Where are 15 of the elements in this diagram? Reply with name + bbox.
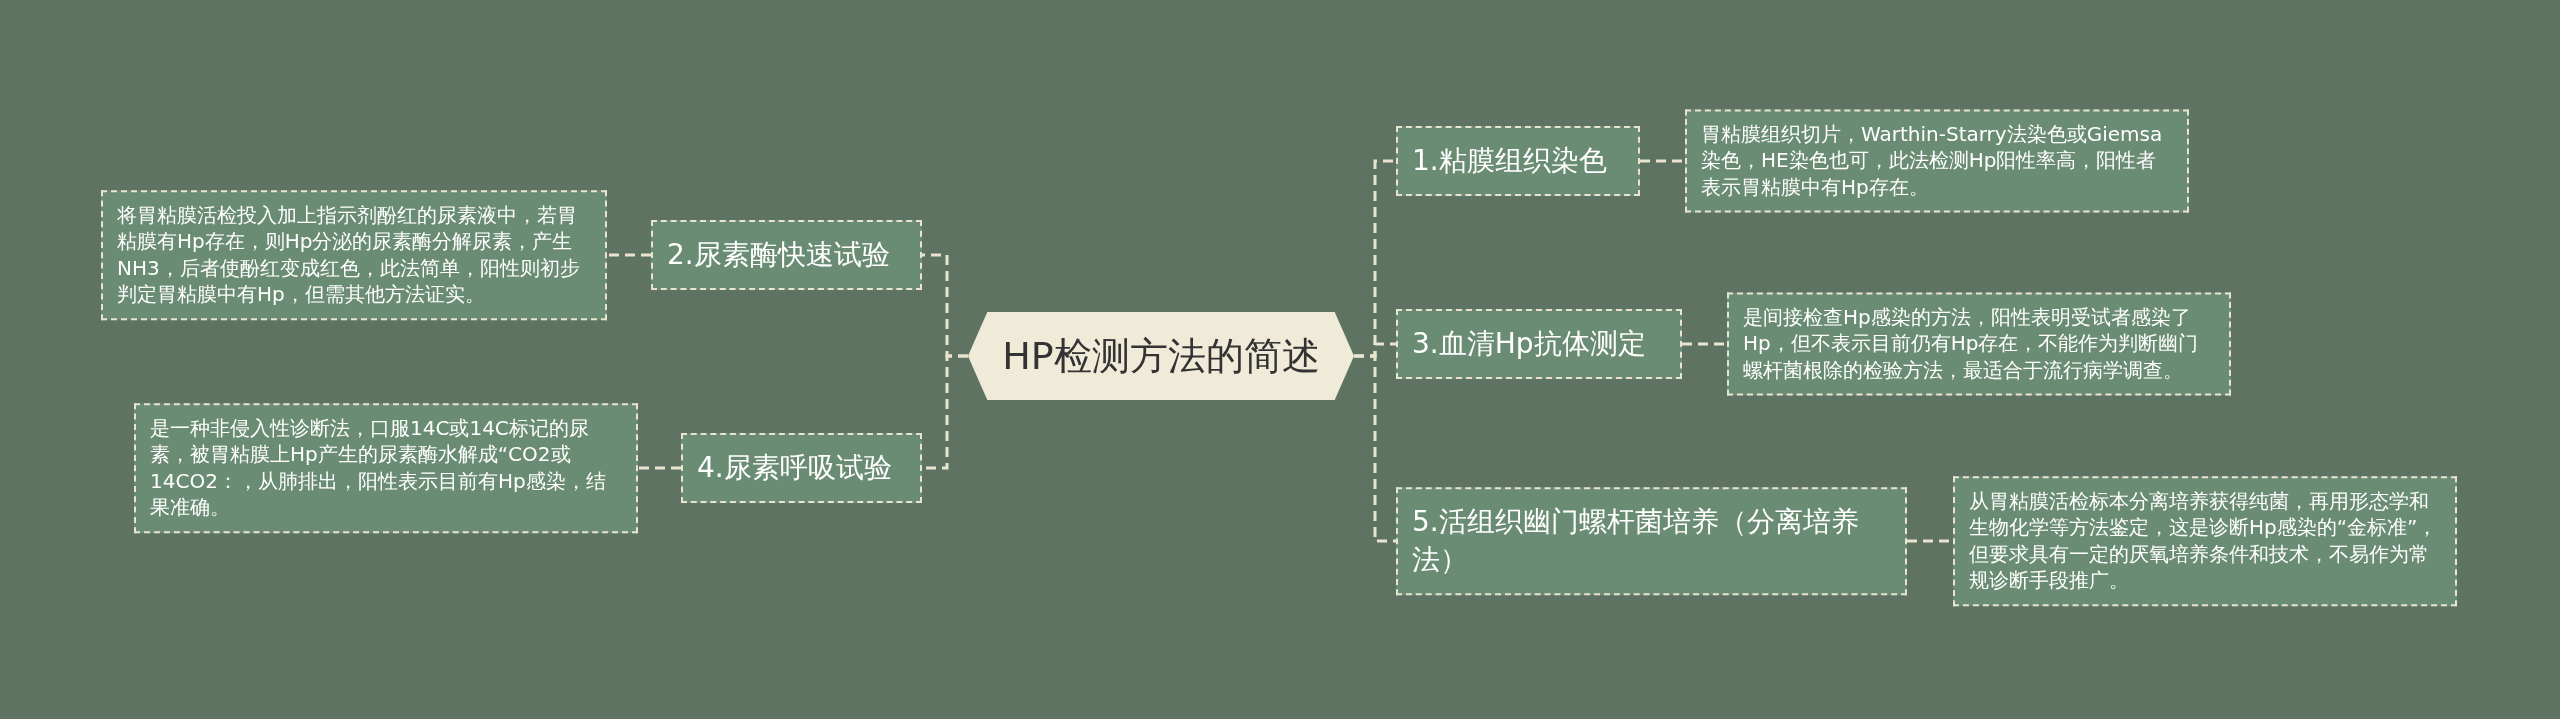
note-box: 胃粘膜组织切片，Warthin-Starry法染色或Giemsa染色，HE染色也可，此法检测Hp阳性率高，阳性者表示胃粘膜中有Hp存在。 — [1685, 109, 2189, 213]
note-box: 是间接检查Hp感染的方法，阳性表明受试者感染了Hp，但不表示目前仍有Hp存在，不能作为判断幽门螺杆菌根除的检验方法，最适合于流行病学调查。 — [1727, 292, 2231, 396]
connector-line — [1640, 159, 1685, 163]
topic-box: 2.尿素酶快速试验 — [651, 220, 922, 290]
note-box: 从胃粘膜活检标本分离培养获得纯菌，再用形态学和生物化学等方法鉴定，这是诊断Hp感染的“金标准”，但要求具有一定的厌氧培养条件和技术，不易作为常规诊断手段推广。 — [1953, 476, 2457, 606]
topic-box: 3.血清Hp抗体测定 — [1396, 309, 1682, 379]
note-box: 是一种非侵入性诊断法，口服14C或14C标记的尿素，被胃粘膜上Hp产生的尿素酶水解成“CO2或14CO2：，从肺排出，阳性表示目前有Hp感染，结果准确。 — [134, 403, 638, 533]
topic-box: 4.尿素呼吸试验 — [681, 433, 922, 503]
connector-line — [607, 253, 651, 257]
connector-line — [1354, 354, 1396, 543]
connector-line — [638, 466, 681, 470]
topic-box: 5.活组织幽门螺杆菌培养（分离培养法） — [1396, 487, 1907, 595]
topic-box: 1.粘膜组织染色 — [1396, 126, 1640, 196]
connector-line — [1682, 342, 1727, 346]
note-box: 将胃粘膜活检投入加上指示剂酚红的尿素液中，若胃粘膜有Hp存在，则Hp分泌的尿素酶分解尿素，产生NH3，后者使酚红变成红色，此法简单，阳性则初步判定胃粘膜中有Hp，但需其他方法证实。 — [101, 190, 607, 320]
